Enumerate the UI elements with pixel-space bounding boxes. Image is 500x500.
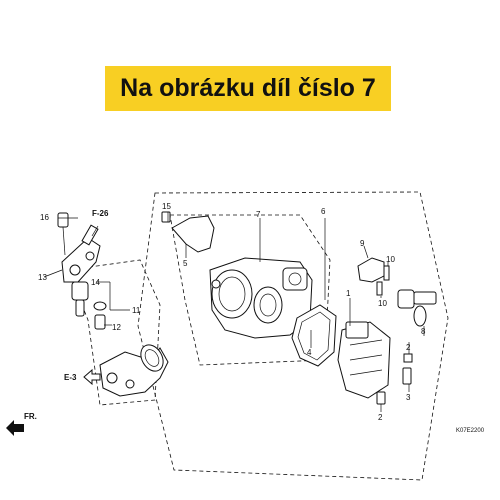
sensor-8-part xyxy=(397,289,437,327)
front-direction-arrow-icon xyxy=(6,420,24,436)
bolt-2a-part xyxy=(403,353,413,363)
sensor-unit-1-part xyxy=(337,321,391,399)
callout-2-upper: 2 xyxy=(406,343,411,352)
callout-10-upper: 10 xyxy=(386,255,395,264)
throttle-body-7-part xyxy=(209,257,313,339)
callout-4: 4 xyxy=(307,348,312,357)
fuel-rail-part xyxy=(61,237,101,283)
callout-3: 3 xyxy=(406,393,411,402)
callout-13: 13 xyxy=(38,273,47,282)
leader-lines xyxy=(43,212,425,412)
callout-9: 9 xyxy=(360,239,365,248)
fuel-injector-assembly xyxy=(57,212,107,330)
frame-outline-main xyxy=(137,191,449,481)
diagram-code: K07E2200 xyxy=(456,428,485,434)
bolt-16-part xyxy=(57,212,69,228)
callout-14: 14 xyxy=(91,278,100,287)
callout-12: 12 xyxy=(112,323,121,332)
callout-7: 7 xyxy=(256,210,261,219)
callout-5: 5 xyxy=(183,259,188,268)
frame-outline-throttle-body xyxy=(169,214,331,366)
seal-12-part xyxy=(93,301,107,311)
injector-14-part xyxy=(71,281,89,301)
part-number-banner: Na obrázku díl číslo 7 xyxy=(105,66,391,111)
callout-10-lower: 10 xyxy=(378,299,387,308)
banner-text: Na obrázku díl číslo 7 xyxy=(120,74,376,102)
bracket-9-part xyxy=(357,257,385,283)
callout-11: 11 xyxy=(132,306,141,315)
callout-15: 15 xyxy=(162,202,171,211)
bolt-3-part xyxy=(402,367,412,385)
frame-outline-injector xyxy=(67,259,161,406)
cover-plate-5-part xyxy=(171,215,215,253)
callout-8: 8 xyxy=(421,327,426,336)
callout-1: 1 xyxy=(346,289,351,298)
ref-e3: E-3 xyxy=(64,373,77,382)
bolt-10a-part xyxy=(383,265,390,281)
intake-pipe-part xyxy=(99,344,169,397)
ref-f26: F-26 xyxy=(92,209,109,218)
arrow-left-icon xyxy=(83,368,101,386)
ref-fr: FR. xyxy=(24,412,37,421)
bolt-2b-part xyxy=(376,391,386,405)
callout-2-lower: 2 xyxy=(378,413,383,422)
screw-15-part xyxy=(161,211,171,223)
callout-6: 6 xyxy=(321,207,326,216)
callout-16: 16 xyxy=(40,213,49,222)
bolt-10b-part xyxy=(376,281,383,296)
